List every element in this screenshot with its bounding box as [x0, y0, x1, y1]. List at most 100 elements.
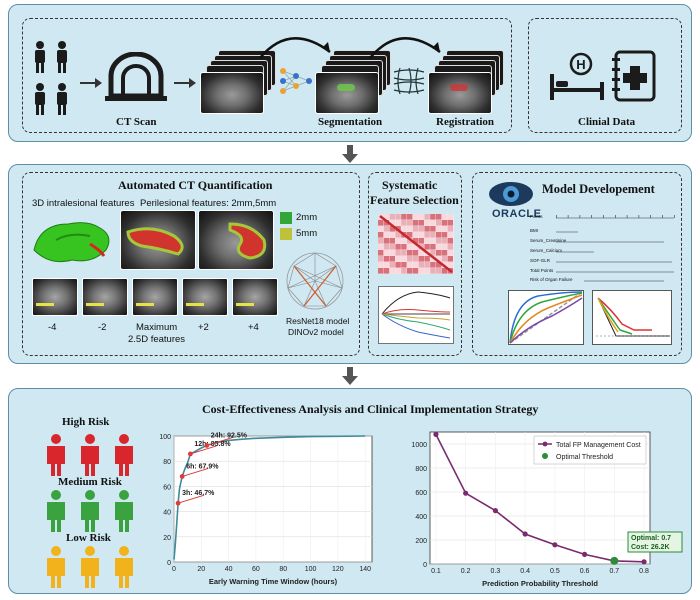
ct-stack-segmented	[315, 50, 395, 120]
arrow-to-ct	[80, 78, 102, 88]
legend-swatch-5mm	[280, 228, 292, 240]
nomogram-row-label: Serum_Creatinine	[530, 238, 567, 243]
slice-caption: 2.5D features	[128, 334, 186, 345]
perilesional-overlay-1	[126, 227, 184, 256]
optimal-callout-text: Cost: 26.2K	[631, 544, 670, 551]
person-icon	[115, 434, 133, 476]
feature-network-icon	[286, 252, 344, 310]
nomogram: Points BMI Serum_Creatinine Serum_Calciu…	[500, 214, 678, 286]
x-axis-label: Prediction Probability Threshold	[482, 579, 598, 588]
annotation-line	[182, 468, 209, 477]
model-development-title: Model Developement	[542, 182, 655, 196]
slice-offset-label: -2	[98, 322, 107, 333]
cost-point	[581, 551, 588, 557]
annotation-line	[177, 494, 205, 504]
nomogram-row-label: BMI	[530, 228, 539, 233]
x-tick-label: 100	[305, 566, 317, 573]
optimal-point	[610, 556, 619, 565]
legend-label-2mm: 2mm	[296, 212, 318, 223]
feature-selection-box	[368, 172, 462, 356]
person-icon	[47, 546, 65, 588]
person-icon	[47, 434, 65, 476]
high-risk-label: High Risk	[62, 416, 110, 428]
nomogram-row-label: SOF-GLR	[530, 258, 551, 263]
x-tick-label: 0.4	[520, 568, 530, 575]
x-tick-label: 0.8	[639, 568, 649, 575]
model-label-resnet: ResNet18 model	[286, 316, 350, 326]
clinical-data-box	[528, 18, 682, 133]
bottom-title: Cost-Effectiveness Analysis and Clinical…	[202, 402, 539, 416]
y-tick-label: 20	[163, 535, 171, 542]
y-tick-label: 40	[163, 510, 171, 517]
x-tick-label: 40	[225, 566, 233, 573]
slice-offset-label: +2	[198, 322, 209, 333]
x-tick-label: 0.6	[580, 568, 590, 575]
x-axis-label: Early Warning Time Window (hours)	[209, 577, 338, 586]
nomogram-row-label: Risk of Organ Failure	[530, 277, 573, 282]
patients-icon	[35, 41, 67, 115]
slice-offset-label: -4	[48, 322, 57, 333]
ct-scanner-icon	[105, 52, 167, 101]
risk-group-people	[47, 434, 133, 588]
ct-stack-registered	[428, 50, 508, 120]
intralesional-label: 3D intralesional features	[32, 198, 135, 209]
y-tick-label: 1000	[411, 442, 427, 449]
y-tick-label: 400	[415, 514, 427, 521]
x-tick-label: 0.1	[431, 568, 441, 575]
low-risk-label: Low Risk	[66, 532, 111, 544]
model-development-box	[472, 172, 682, 356]
cost-line	[435, 434, 645, 563]
person-icon	[81, 546, 99, 588]
annotation-point	[175, 500, 181, 506]
y-tick-label: 80	[163, 459, 171, 466]
annotation-point	[187, 451, 193, 457]
deformation-grid-icon	[393, 67, 425, 95]
slice-offset-label: Maximum	[136, 322, 178, 333]
y-tick-label: 800	[415, 466, 427, 473]
lasso-path-plot	[378, 286, 454, 344]
cost-point	[463, 490, 469, 496]
y-tick-label: 0	[167, 560, 171, 567]
annotation-point	[179, 474, 185, 479]
decision-curve-plot	[592, 290, 672, 345]
registration-label: Registration	[436, 116, 495, 128]
nomogram-row-label: Total Points	[530, 268, 554, 273]
oracle-logo-text: ORACLE	[492, 208, 542, 220]
cost-point	[492, 508, 499, 514]
slice-minus-2	[82, 278, 128, 316]
annotation-line	[206, 437, 233, 446]
legend-label: Total FP Management Cost	[556, 442, 641, 449]
x-tick-label: 140	[359, 566, 371, 573]
annotation-label: 3h: 46.7%	[182, 490, 215, 497]
legend-marker	[542, 453, 548, 459]
y-tick-label: 100	[159, 434, 171, 441]
slice-plus-2	[182, 278, 228, 316]
medium-risk-label: Medium Risk	[58, 476, 122, 488]
oracle-eye-logo	[489, 182, 533, 206]
y-tick-label: 0	[423, 562, 427, 569]
medical-record-icon	[612, 50, 656, 102]
x-tick-label: 0.3	[491, 568, 501, 575]
x-tick-label: 0	[172, 566, 176, 573]
quantification-box	[22, 172, 360, 356]
coverage-curve	[173, 435, 366, 560]
annotation-label: 12h: 85.8%	[194, 441, 231, 448]
selection-title-line2: Feature Selection	[370, 193, 459, 207]
roc-curve-plot	[508, 290, 584, 345]
selection-title-line1: Systematic	[382, 178, 438, 192]
annotation-label: 6h: 67.9%	[186, 463, 219, 470]
slice-offset-label: +4	[248, 322, 259, 333]
x-tick-label: 0.7	[609, 568, 619, 575]
perilesional-label: Perilesional features: 2mm,5mm	[140, 198, 277, 209]
model-label-dinov2: DINOv2 model	[288, 327, 344, 337]
ct-stack-raw	[200, 50, 280, 120]
cost-point	[433, 431, 439, 437]
hospital-bed-icon: H	[550, 52, 604, 100]
arrow-down-2	[342, 367, 358, 385]
imaging-pipeline-box	[22, 18, 512, 133]
person-icon	[115, 546, 133, 588]
person-icon	[81, 434, 99, 476]
nomogram-row-label: Points	[530, 214, 543, 219]
